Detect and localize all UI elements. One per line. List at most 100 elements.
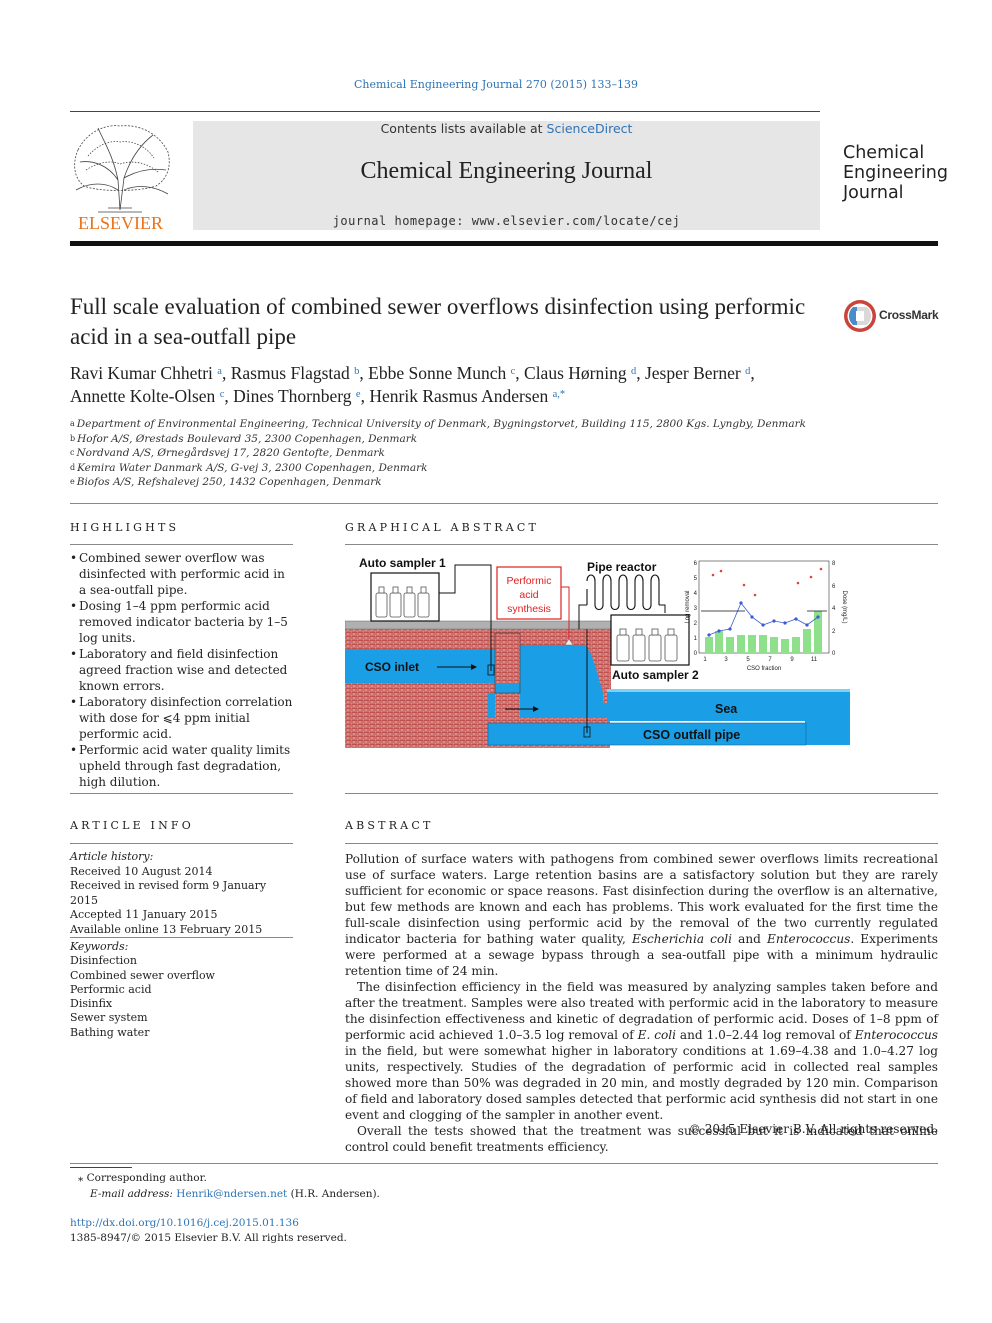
author-affiliation-marker[interactable]: d: [745, 366, 751, 377]
series-markers: [707, 601, 820, 637]
history-label: Article history:: [70, 850, 154, 863]
author-name[interactable]: Jesper Berner: [644, 363, 741, 383]
email-suffix: (H.R. Andersen).: [287, 1188, 380, 1200]
inset-y-label-right: Dose (mg/L): [841, 590, 847, 623]
divider: [345, 793, 938, 794]
dosing-line: [561, 586, 570, 643]
author-name[interactable]: Ravi Kumar Chhetri: [70, 363, 213, 383]
issn-line: 1385-8947/© 2015 Elsevier B.V. All right…: [70, 1232, 347, 1244]
divider: [70, 111, 820, 112]
inset-y-tick-right: 4: [832, 606, 836, 612]
author-name[interactable]: Rasmus Flagstad: [230, 363, 350, 383]
journal-citation[interactable]: Chemical Engineering Journal 270 (2015) …: [354, 78, 638, 91]
author-name[interactable]: Henrik Rasmus Andersen: [369, 386, 549, 406]
divider: [345, 843, 938, 844]
cover-line: Journal: [843, 183, 904, 203]
abstract-paragraph: Pollution of surface waters with pathoge…: [345, 852, 938, 978]
affiliation-key: c: [70, 448, 75, 457]
inset-y-tick-left: 5: [694, 576, 698, 582]
keyword: Disinfix: [70, 997, 113, 1011]
journal-homepage[interactable]: journal homepage: www.elsevier.com/locat…: [332, 214, 681, 228]
crossmark-label[interactable]: CrossMark: [879, 308, 939, 322]
author-affiliation-marker[interactable]: b: [354, 366, 360, 377]
journal-banner: [193, 121, 820, 230]
keyword: Bathing water: [70, 1025, 150, 1039]
highlight-item: Performic acid water quality limits uphe…: [70, 742, 295, 790]
article-info-heading: ARTICLE INFO: [70, 819, 194, 832]
journal-title: Chemical Engineering Journal: [360, 158, 653, 184]
author-name[interactable]: Annette Kolte-Olsen: [70, 386, 216, 406]
author-name[interactable]: Dines Thornberg: [233, 386, 352, 406]
highlight-item: Laboratory and field disinfection agreed…: [70, 646, 295, 694]
graphical-abstract-figure[interactable]: Auto sampler 1 Performic acid synthesis …: [345, 553, 850, 748]
divider: [70, 793, 293, 794]
divider: [345, 544, 938, 545]
sample-bottles: [375, 586, 430, 618]
sampler-2-inlet: [583, 726, 591, 738]
inset-x-tick: 5: [746, 657, 750, 663]
dosing-nozzle: [564, 638, 574, 646]
author-affiliation-marker[interactable]: c: [219, 389, 225, 400]
author-affiliation-marker[interactable]: d: [630, 366, 637, 377]
contents-prefix: Contents lists available at: [380, 121, 547, 136]
article-title: Full scale evaluation of combined sewer …: [70, 294, 806, 349]
highlight-item: Laboratory disinfection correlation with…: [70, 694, 295, 742]
elsevier-wordmark: ELSEVIER: [78, 213, 163, 232]
email-label: E-mail address:: [90, 1188, 177, 1200]
author-name[interactable]: Ebbe Sonne Munch: [368, 363, 507, 383]
affiliation-key: a: [70, 419, 75, 428]
author-list: Ravi Kumar Chhetri a, Rasmus Flagstad b,…: [70, 363, 755, 406]
reactor-line: [578, 604, 666, 629]
author-name[interactable]: Claus Hørning: [524, 363, 627, 383]
author-affiliation-marker[interactable]: a: [217, 366, 222, 377]
sampler-1-line: [439, 564, 492, 671]
auto-sampler-1-label: Auto sampler 1: [359, 556, 446, 570]
author-affiliation-marker[interactable]: c: [510, 366, 516, 377]
inset-y-tick-left: 4: [694, 591, 698, 597]
footnote-rule: [70, 1167, 132, 1168]
email-link[interactable]: Henrik@ndersen.net: [176, 1188, 288, 1200]
affiliation-text: Nordvand A/S, Ørnegårdsvej 17, 2820 Gent…: [76, 447, 385, 459]
sea-water: [607, 691, 850, 721]
highlight-item: Dosing 1–4 ppm performic acid removed in…: [70, 598, 295, 646]
inset-y-tick-left: 1: [694, 636, 698, 642]
divider: [70, 544, 293, 545]
author-affiliation-marker[interactable]: a,*: [552, 389, 566, 400]
contents-line: Contents lists available at ScienceDirec…: [193, 121, 820, 136]
journal-cover-thumbnail[interactable]: Chemical Engineering Journal: [843, 143, 948, 203]
pipe-reactor-coil: [586, 574, 660, 611]
crossmark-icon[interactable]: [843, 298, 943, 334]
keyword: Combined sewer overflow: [70, 968, 215, 982]
author-affiliation-marker[interactable]: e: [355, 389, 361, 400]
flow-arrow-head: [471, 664, 477, 670]
divider: [70, 843, 293, 844]
synthesis-label: Performic: [507, 575, 552, 587]
doi-link[interactable]: http://dx.doi.org/10.1016/j.cej.2015.01.…: [70, 1217, 299, 1229]
sciencedirect-link[interactable]: ScienceDirect: [546, 121, 633, 136]
ground-slab: [345, 620, 614, 630]
cover-line: Chemical: [843, 143, 925, 163]
abstract-heading: ABSTRACT: [345, 819, 434, 832]
brick-wall: [603, 621, 611, 701]
keywords-label: Keywords:: [70, 940, 129, 953]
abstract-copyright: © 2015 Elsevier B.V. All rights reserved…: [688, 1122, 938, 1136]
abstract-paragraph: Overall the tests showed that the treatm…: [345, 1124, 938, 1154]
outfall-pipe: [487, 722, 807, 746]
pipe-reactor-label: Pipe reactor: [587, 560, 657, 574]
synthesis-label: synthesis: [507, 603, 551, 615]
inset-y-tick-left: 0: [694, 651, 698, 657]
history-item: Accepted 11 January 2015: [70, 908, 218, 921]
inset-y-label-left: Log removal: [685, 590, 691, 623]
inset-chart: 1 3 5 7 9 11 CSO fraction 0 1 2 3 4 5 6 …: [685, 560, 847, 672]
affiliation-text: Hofor A/S, Ørestads Boulevard 35, 2300 C…: [77, 432, 418, 445]
highlight-item: Combined sewer overflow was disinfected …: [70, 550, 295, 598]
elsevier-tree-logo: ELSEVIER: [74, 125, 170, 232]
affiliation-text: Biofos A/S, Refshalevej 250, 1432 Copenh…: [76, 476, 382, 488]
article-history: Article history: Received 10 August 2014…: [70, 850, 295, 937]
inset-x-label: CSO fraction: [747, 666, 781, 672]
performic-acid-synthesis-box: [496, 566, 562, 620]
sea-surface: [607, 689, 850, 692]
affiliation-key: d: [70, 462, 76, 472]
